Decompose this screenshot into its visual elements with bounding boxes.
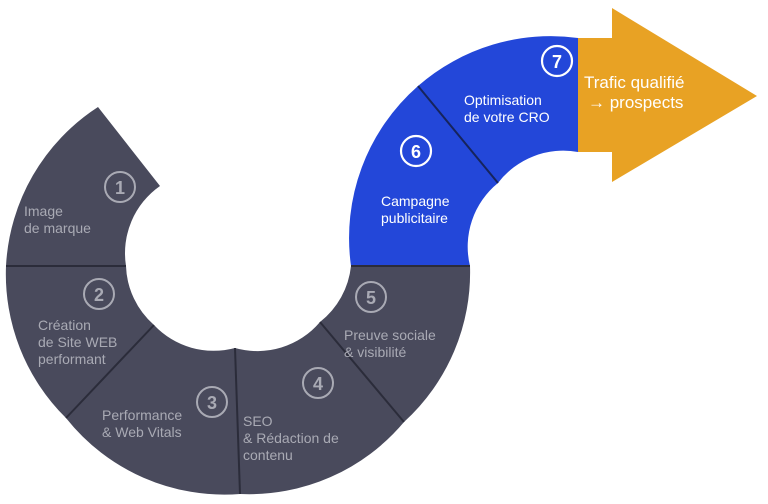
segment-2-shape bbox=[5, 266, 154, 418]
step-7-number-badge: 7 bbox=[540, 44, 574, 78]
svg-text:5: 5 bbox=[366, 288, 376, 308]
step-6-label: Campagne publicitaire bbox=[381, 193, 453, 226]
svg-text:3: 3 bbox=[207, 393, 217, 413]
step-3-number-badge: 3 bbox=[196, 386, 228, 418]
arrow-head-shape bbox=[578, 8, 757, 182]
step-3-label: Performance & Web Vitals bbox=[102, 407, 186, 440]
segment-6-shape bbox=[349, 86, 498, 266]
step-1-label: Image de marque bbox=[24, 203, 91, 236]
svg-text:4: 4 bbox=[313, 374, 323, 394]
step-2-label: Création de Site WEB performant bbox=[38, 317, 121, 367]
step-2-number-badge: 2 bbox=[83, 278, 115, 310]
step-7-label: Optimisation de votre CRO bbox=[464, 92, 550, 125]
segment-7-shape bbox=[418, 36, 578, 183]
svg-text:6: 6 bbox=[411, 142, 421, 162]
svg-text:2: 2 bbox=[94, 285, 104, 305]
step-6-number-badge: 6 bbox=[399, 134, 433, 168]
step-4-number-badge: 4 bbox=[302, 367, 334, 399]
step-1-number-badge: 1 bbox=[104, 171, 136, 203]
svg-text:7: 7 bbox=[552, 52, 562, 72]
final-arrow-label: Trafic qualifié → prospects bbox=[584, 73, 689, 112]
svg-text:1: 1 bbox=[115, 178, 125, 198]
segment-1-shape bbox=[6, 107, 160, 266]
step-4-label: SEO & Rédaction de contenu bbox=[243, 413, 343, 463]
step-5-label: Preuve sociale & visibilité bbox=[344, 327, 440, 360]
segment-3-shape bbox=[66, 325, 240, 495]
segment-4-shape bbox=[235, 322, 404, 495]
segment-separators bbox=[6, 85, 499, 495]
step-5-number-badge: 5 bbox=[355, 281, 387, 313]
